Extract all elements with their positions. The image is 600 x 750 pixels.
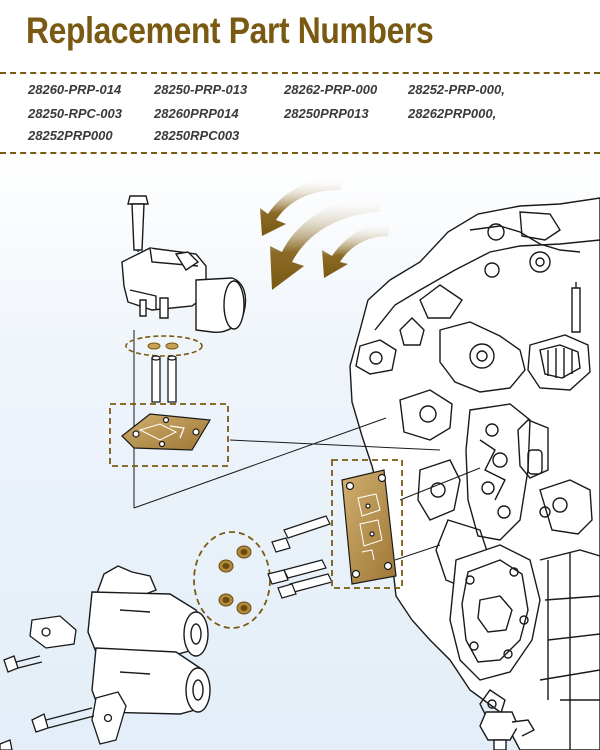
part-number: 28262PRP000,	[408, 106, 497, 121]
shift-solenoid-lower	[87, 565, 211, 715]
filter-plate-main	[341, 469, 397, 585]
direction-arrows	[260, 177, 390, 290]
mounting-bolts	[0, 655, 95, 750]
o-rings-upper	[147, 342, 179, 350]
part-number: 28262-PRP-000	[284, 82, 378, 97]
mounting-brackets	[29, 615, 127, 745]
seal-kit	[218, 545, 252, 615]
divider-bottom	[0, 152, 600, 154]
oil-tubes-middle	[267, 515, 333, 599]
leader-lines	[133, 330, 481, 561]
part-number: 28252-PRP-000,	[408, 82, 505, 97]
page-title: Replacement Part Numbers	[26, 10, 434, 51]
part-number: 28252PRP000	[28, 128, 113, 143]
speed-sensor	[479, 711, 535, 750]
part-number: 28260-PRP-014	[28, 82, 122, 97]
oil-tubes-upper	[151, 355, 177, 403]
o-ring-highlight	[125, 335, 203, 357]
transmission-housing	[349, 197, 600, 750]
part-number: 28260PRP014	[154, 106, 239, 121]
divider-top	[0, 72, 600, 74]
filter-plate-upper	[121, 413, 212, 451]
exploded-parts-diagram	[0, 155, 600, 750]
shift-solenoid-upper	[121, 195, 247, 333]
part-number: 28250PRP013	[284, 106, 369, 121]
part-number: 28250RPC003	[154, 128, 240, 143]
filter-plate-main-highlight	[331, 459, 403, 589]
part-number: 28250-PRP-013	[154, 82, 248, 97]
part-number: 28250-RPC-003	[28, 106, 122, 121]
